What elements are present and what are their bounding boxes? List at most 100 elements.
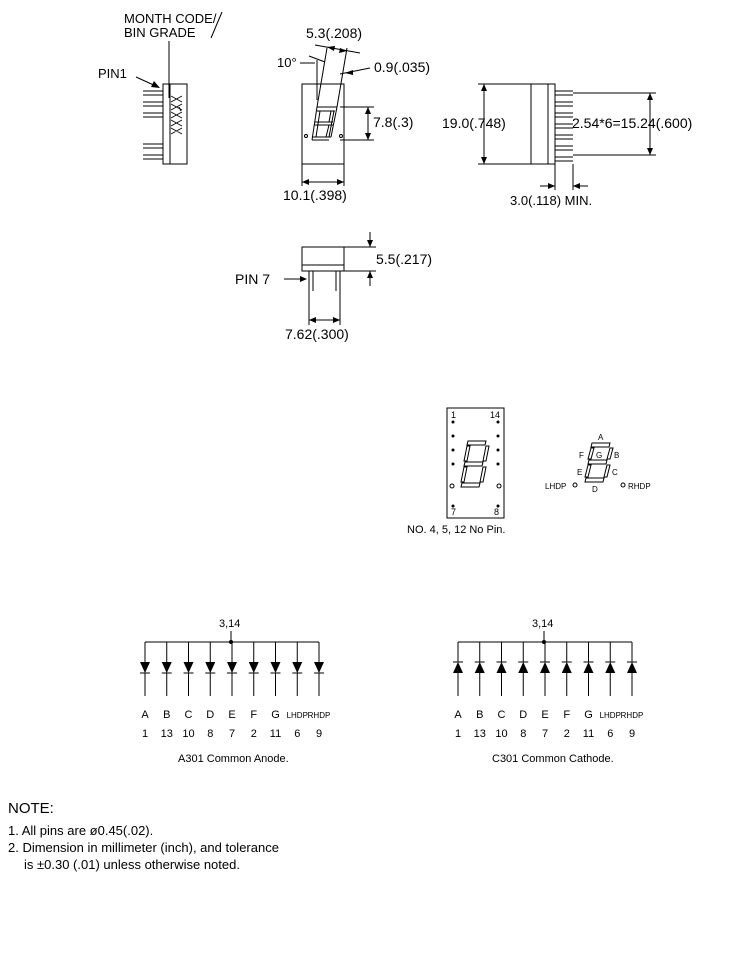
month-code-slash bbox=[210, 11, 223, 39]
segment-width-dim bbox=[339, 67, 371, 75]
pinout-note: NO. 4, 5, 12 No Pin. bbox=[407, 524, 505, 536]
cathode-segment-label: RHDP bbox=[621, 711, 644, 720]
segment-id-diagram: A B C D E F G LHDP RHDP bbox=[545, 433, 651, 494]
anode-diode: D8 bbox=[205, 642, 216, 740]
anode-pin-number: 9 bbox=[316, 728, 322, 740]
anode-pin-number: 7 bbox=[229, 728, 235, 740]
anode-diode: LHDP 6 bbox=[287, 642, 308, 740]
front-digit bbox=[311, 106, 338, 141]
pin-pitch-label: 2.54*6=15.24(.600) bbox=[572, 115, 692, 131]
cathode-segment-label: B bbox=[476, 709, 483, 721]
row-spacing-label: 7.62(.300) bbox=[285, 326, 349, 342]
pin-length-label: 3.0(.118) MIN. bbox=[510, 193, 592, 208]
seg-c-label: C bbox=[612, 468, 618, 477]
anode-pin-number: 11 bbox=[270, 728, 281, 740]
anode-caption: A301 Common Anode. bbox=[178, 753, 289, 765]
digit-height-label: 7.8(.3) bbox=[373, 114, 413, 130]
anode-pin-number: 1 bbox=[142, 728, 148, 740]
pinout-pin-14: 14 bbox=[490, 410, 500, 420]
cathode-diode: D8 bbox=[518, 642, 529, 740]
front-dp-right bbox=[339, 134, 343, 138]
cathode-pin-number: 8 bbox=[520, 728, 526, 740]
lhdp-label: LHDP bbox=[545, 482, 566, 491]
digit-width-label: 5.3(.208) bbox=[306, 25, 362, 41]
seg-e-label: E bbox=[577, 468, 582, 477]
cathode-pin-number: 6 bbox=[607, 728, 613, 740]
pinout-pin-1: 1 bbox=[451, 410, 456, 420]
anode-pin-number: 13 bbox=[161, 728, 173, 740]
depth-label: 5.5(.217) bbox=[376, 251, 432, 267]
cathode-pin-number: 2 bbox=[564, 728, 570, 740]
cathode-diode: F2 bbox=[561, 642, 572, 740]
anode-diode: C 10 bbox=[182, 642, 195, 740]
anode-segment-label: A bbox=[141, 709, 149, 721]
anode-diode: E7 bbox=[227, 642, 237, 740]
segment-width-label: 0.9(.035) bbox=[374, 59, 430, 75]
pinout-pin-dots bbox=[451, 420, 500, 508]
side-pins bbox=[143, 90, 163, 160]
cathode-diode: LHDP 6 bbox=[600, 642, 621, 740]
front-body bbox=[301, 83, 345, 165]
note-line-3: is ±0.30 (.01) unless otherwise noted. bbox=[24, 857, 240, 872]
slant-angle-label: 10° bbox=[277, 55, 297, 70]
bottom-view: PIN 7 5.5(.217) 7.62(.300) bbox=[235, 232, 432, 342]
cathode-diode: G11 bbox=[583, 642, 594, 740]
seg-f-label: F bbox=[579, 451, 584, 460]
anode-segment-label: RHDP bbox=[308, 711, 331, 720]
body-width-label: 10.1(.398) bbox=[283, 187, 347, 203]
cathode-segment-label: E bbox=[541, 709, 548, 721]
anode-pin-number: 8 bbox=[207, 728, 213, 740]
notes-heading: NOTE: bbox=[8, 800, 54, 817]
right-view: 19.0(.748) 2.54*6=15.24(.600) 3.0(.118) … bbox=[442, 83, 692, 208]
pinout-body bbox=[446, 407, 505, 519]
angle-arc bbox=[308, 55, 326, 63]
anode-diode: RHDP 9 bbox=[308, 642, 331, 740]
side-body bbox=[162, 83, 188, 165]
anode-segment-label: LHDP bbox=[287, 711, 308, 720]
pin1-label: PIN1 bbox=[98, 66, 127, 81]
anode-pin-number: 10 bbox=[182, 728, 194, 740]
note-line-1: 1. All pins are ø0.45(.02). bbox=[8, 823, 153, 838]
anode-segment-label: E bbox=[228, 709, 235, 721]
cathode-segment-label: C bbox=[498, 709, 506, 721]
front-dp-left bbox=[304, 134, 308, 138]
rhdp-label: RHDP bbox=[628, 482, 651, 491]
seg-b-label: B bbox=[614, 451, 619, 460]
front-view: 10° 5.3(.208) 0.9(.035) 7.8(.3) 10.1(.39… bbox=[277, 25, 430, 203]
note-line-2: 2. Dimension in millimeter (inch), and t… bbox=[8, 840, 279, 855]
cathode-pin-number: 11 bbox=[583, 728, 594, 740]
anode-diode: G 11 bbox=[270, 642, 281, 740]
anode-pin-number: 6 bbox=[294, 728, 300, 740]
bottom-body bbox=[301, 246, 345, 272]
side-hatch bbox=[170, 95, 183, 135]
pin1-arrow bbox=[151, 81, 160, 88]
anode-pin-number: 2 bbox=[251, 728, 257, 740]
slant-ext-right bbox=[336, 47, 348, 108]
cathode-diode: C10 bbox=[495, 642, 508, 740]
anode-diode: F2 bbox=[248, 642, 259, 740]
pinout-digit bbox=[460, 440, 490, 488]
digit-width-dim bbox=[314, 44, 361, 54]
right-body bbox=[530, 83, 556, 165]
cathode-segment-label: LHDP bbox=[600, 711, 621, 720]
cathode-segment-label: A bbox=[454, 709, 462, 721]
cathode-pin-number: 13 bbox=[474, 728, 486, 740]
cathode-caption: C301 Common Cathode. bbox=[492, 753, 614, 765]
cathode-common-pin: 3,14 bbox=[532, 618, 553, 630]
cathode-diode: A1 bbox=[453, 642, 463, 740]
anode-segment-label: C bbox=[185, 709, 193, 721]
cathode-pin-number: 1 bbox=[455, 728, 461, 740]
seg-g-label: G bbox=[596, 451, 602, 460]
right-pins bbox=[555, 90, 573, 162]
pinout-view: 1 14 7 8 bbox=[446, 407, 505, 519]
side-view: MONTH CODE/ BIN GRADE PIN1 bbox=[98, 11, 223, 165]
cathode-pin-number: 7 bbox=[542, 728, 548, 740]
cathode-diode: E7 bbox=[540, 642, 550, 740]
pin7-label: PIN 7 bbox=[235, 271, 270, 287]
anode-segment-label: G bbox=[271, 709, 280, 721]
